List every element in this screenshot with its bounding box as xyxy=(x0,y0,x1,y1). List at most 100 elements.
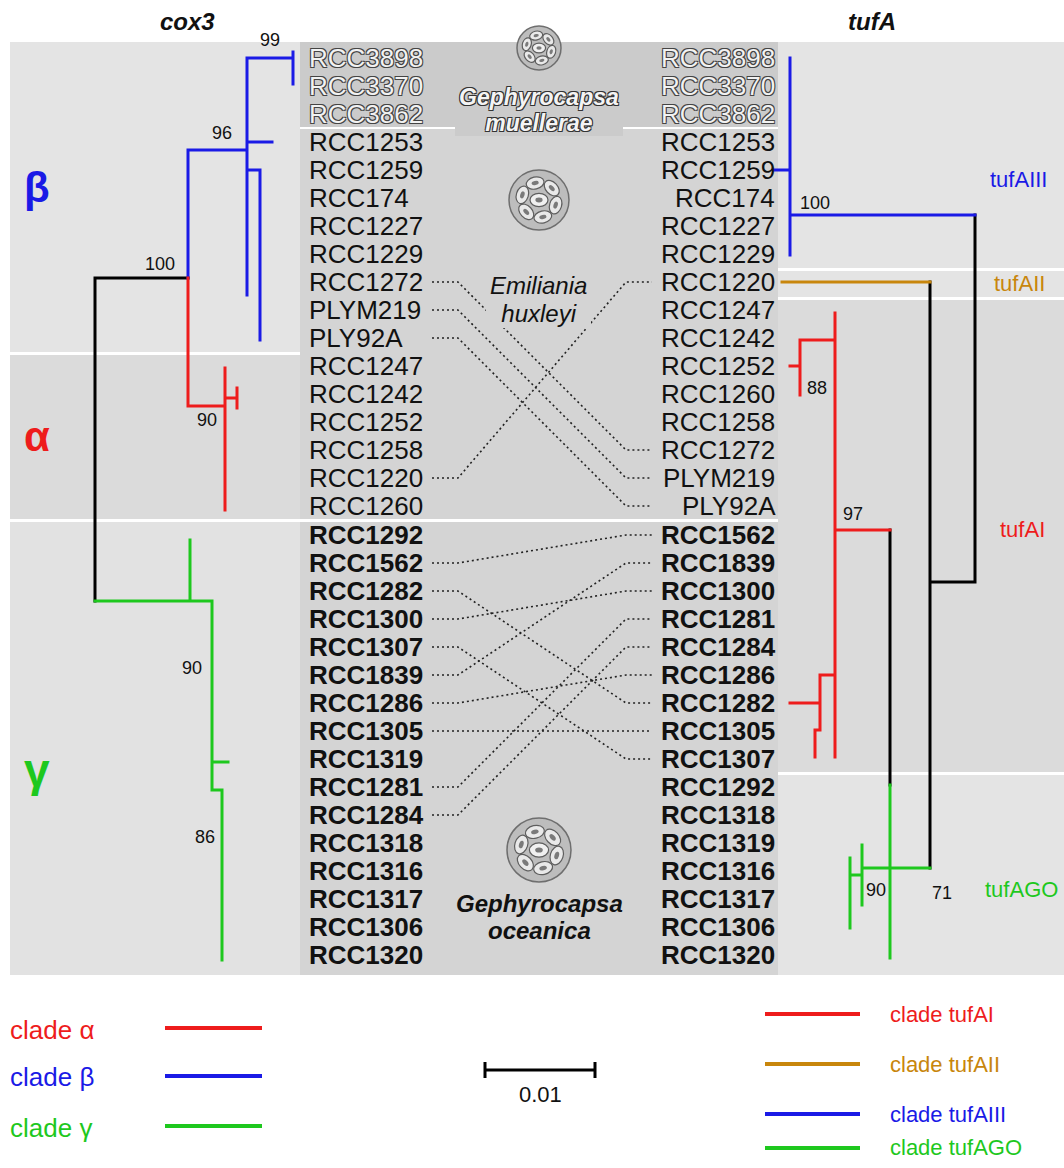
separator xyxy=(778,268,1064,271)
clade-name: tufAI xyxy=(1000,517,1045,543)
clade-name: tufAIII xyxy=(990,167,1047,193)
bootstrap-value: 100 xyxy=(145,254,175,274)
strain-name: RCC174 xyxy=(675,184,775,212)
clade-band: γ xyxy=(10,522,300,975)
clade-name: tufAGO xyxy=(985,877,1058,903)
strain-name: RCC1252 xyxy=(309,408,423,436)
legend-line xyxy=(165,1124,262,1128)
strain-name: RCC1319 xyxy=(661,829,775,857)
coccolith xyxy=(525,175,545,191)
separator xyxy=(778,772,1064,775)
legend-line xyxy=(165,1074,262,1078)
species-name: Gephyrocapsa oceanica xyxy=(452,890,627,944)
coccolith-centre xyxy=(531,829,539,835)
tree-branch xyxy=(850,785,930,958)
coccolith-centre xyxy=(548,833,557,842)
band-separators xyxy=(10,127,1064,775)
coccosphere-icon xyxy=(509,170,569,230)
strain-name: RCC1260 xyxy=(309,492,423,520)
coccosphere-icon xyxy=(507,818,571,882)
strain-name: RCC1229 xyxy=(309,240,423,268)
bootstrap-value: 71 xyxy=(932,883,952,903)
strain-name: RCC1284 xyxy=(661,633,775,661)
strain-name: RCC174 xyxy=(309,184,409,212)
legend-line xyxy=(165,1026,262,1030)
strain-name: RCC1253 xyxy=(661,128,775,156)
legend-line xyxy=(765,1062,860,1066)
strain-name: RCC1839 xyxy=(309,661,423,689)
legend-text: clade tufAII xyxy=(890,1052,1000,1078)
legend-text: clade tufAGO xyxy=(890,1135,1022,1161)
tree-branch xyxy=(188,52,293,340)
strain-name: RCC1320 xyxy=(661,941,775,969)
band-ground xyxy=(778,42,1064,268)
coccolith-centre xyxy=(531,180,539,186)
species-name: Gephyrocapsa muellerae xyxy=(455,84,623,136)
strain-name: RCC3370 xyxy=(661,72,775,100)
clade-name: β xyxy=(24,163,50,213)
coccolith xyxy=(532,860,554,877)
coccolith-centre xyxy=(535,198,542,203)
tree-branch xyxy=(95,540,228,960)
coccolith-centre xyxy=(545,36,551,42)
strain-name: RCC1247 xyxy=(661,296,775,324)
strain-name: RCC1300 xyxy=(661,577,775,605)
bootstrap-value: 97 xyxy=(843,504,863,524)
center-ground xyxy=(300,129,778,975)
strain-name: PLYM219 xyxy=(309,296,421,324)
coccosphere-icon xyxy=(517,26,561,70)
coccosphere-body xyxy=(507,818,571,882)
legend-lines xyxy=(165,1014,860,1148)
coccosphere-body xyxy=(517,26,561,70)
clade-band: α xyxy=(10,355,300,519)
strain-name: RCC1258 xyxy=(309,436,423,464)
band-ground xyxy=(10,522,300,975)
strain-link xyxy=(432,563,652,675)
strain-name: RCC1318 xyxy=(661,801,775,829)
coccosphere-body xyxy=(509,170,569,230)
coccolith xyxy=(529,30,544,42)
strain-name: RCC1220 xyxy=(309,464,423,492)
coccolith-centre xyxy=(539,58,545,62)
clade-band: tufAII xyxy=(778,271,1064,297)
strain-name: RCC1305 xyxy=(661,717,775,745)
strain-name: RCC1318 xyxy=(309,829,423,857)
bootstrap-value: 90 xyxy=(197,410,217,430)
strain-name: RCC1286 xyxy=(309,689,423,717)
strain-name: PLY92A xyxy=(309,324,402,352)
strain-link xyxy=(432,535,652,563)
strain-name: RCC1281 xyxy=(309,773,423,801)
tree-branch xyxy=(774,58,975,255)
band-grounds xyxy=(10,42,1064,975)
coccolith-centre xyxy=(525,41,530,47)
clade-name: γ xyxy=(24,745,50,795)
legend-text: clade γ xyxy=(10,1113,92,1143)
strain-link xyxy=(432,310,652,478)
strain-name: RCC1281 xyxy=(661,605,775,633)
strain-name: RCC1242 xyxy=(309,380,423,408)
strain-name: RCC1260 xyxy=(661,380,775,408)
strain-name: PLY92A xyxy=(682,492,775,520)
coccolith-centre xyxy=(553,201,559,209)
strain-name: RCC1252 xyxy=(661,352,775,380)
strain-name: RCC1259 xyxy=(661,156,775,184)
species-name: Emiliania huxleyi xyxy=(486,272,591,328)
legend-text: clade α xyxy=(10,1015,94,1045)
band-ground xyxy=(778,300,1064,772)
tree-branch xyxy=(188,278,237,510)
coccolith xyxy=(530,193,548,206)
coccolith xyxy=(529,843,548,857)
strain-name: RCC1292 xyxy=(661,773,775,801)
tree-branch xyxy=(782,281,930,284)
clade-band: tufAI xyxy=(778,300,1064,772)
strain-name: RCC1316 xyxy=(661,857,775,885)
strain-name: RCC1286 xyxy=(661,661,775,689)
tree-branch xyxy=(95,278,188,601)
coccolith xyxy=(524,824,546,841)
strain-name: RCC3862 xyxy=(309,100,423,128)
strain-name: RCC1220 xyxy=(661,268,775,296)
legend-line xyxy=(765,1012,860,1016)
coccolith xyxy=(532,43,545,53)
strain-name: RCC1307 xyxy=(309,633,423,661)
